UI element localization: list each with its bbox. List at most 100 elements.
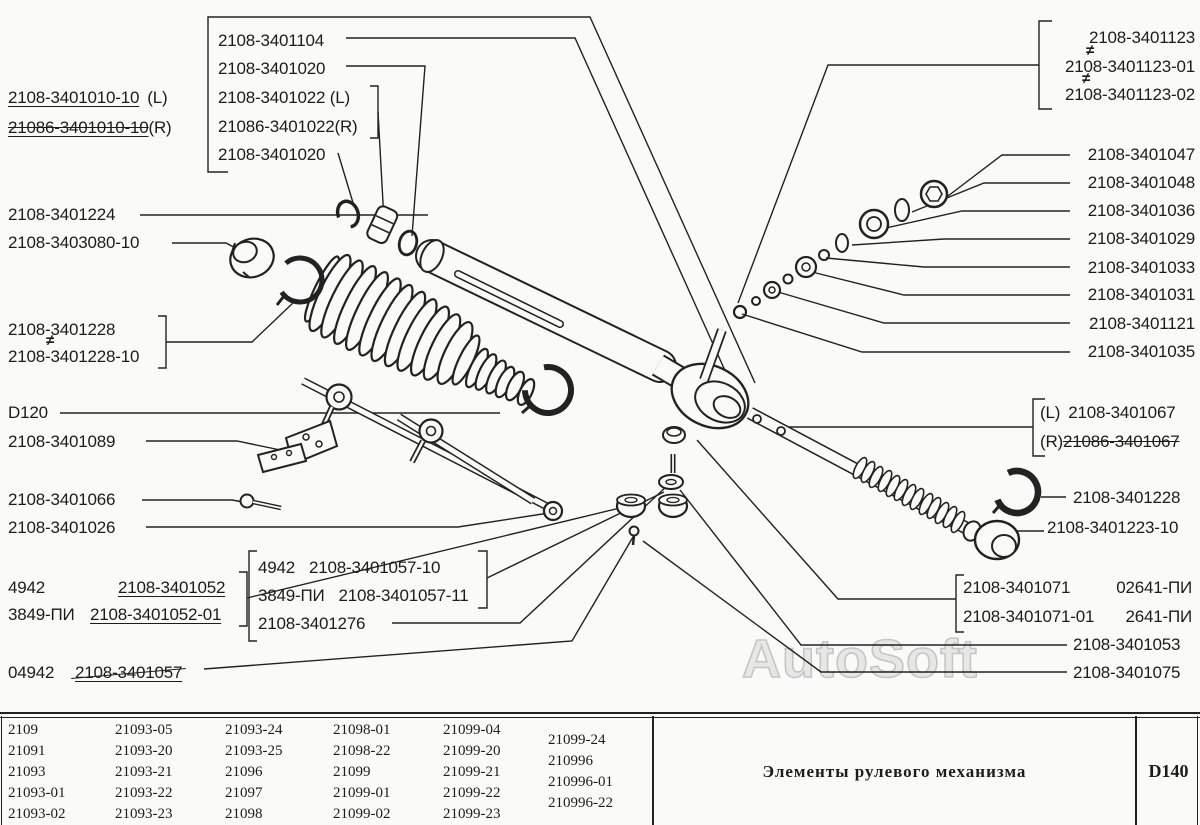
bracket xyxy=(370,85,379,139)
not-equal-icon: ≠ xyxy=(46,332,55,349)
model-column: 21093-24 21093-25 21096 21097 21098 xyxy=(225,720,283,825)
model-number: 21099-20 xyxy=(443,743,501,759)
part-label: 2108-3401020 xyxy=(218,59,326,78)
part-label: 2108-3401089 xyxy=(8,432,116,451)
model-number: 21093-05 xyxy=(115,722,173,738)
leader-line xyxy=(741,313,1070,353)
part-label: (R)21086-3401067 xyxy=(1040,432,1180,451)
not-equal-icon: ≠ xyxy=(1086,42,1095,59)
leader-line xyxy=(146,512,550,528)
part-label: 2108-3401047 xyxy=(1087,145,1195,164)
part-label: 2108-3401036 xyxy=(1087,201,1195,220)
part-label: 2108-3401052 xyxy=(118,578,226,597)
table-caption-cell: Элементы рулевого механизма xyxy=(654,716,1135,825)
part-label: 2108-3401053 xyxy=(1073,635,1181,654)
rack-bar xyxy=(746,407,982,542)
tie-rod-right xyxy=(396,413,536,505)
model-number: 21098-22 xyxy=(333,743,391,759)
bracket xyxy=(955,574,964,633)
part-label: 2108-3401276 xyxy=(258,614,366,633)
model-number: 21099-22 xyxy=(443,785,501,801)
leader-line xyxy=(377,111,385,222)
model-number: 21096 xyxy=(225,764,263,780)
leader-line xyxy=(142,499,250,504)
rack-boot xyxy=(303,253,536,406)
model-number: 21099-23 xyxy=(443,806,501,822)
model-number: 210996-01 xyxy=(548,774,613,790)
top-box-bracket xyxy=(207,16,756,384)
part-label: 2108-3401022 (L) xyxy=(218,88,350,107)
pinion-shaft-parts xyxy=(699,179,949,382)
boot-clamp-ring xyxy=(521,364,574,416)
part-label: 2108-3401033 xyxy=(1087,258,1195,277)
table-border xyxy=(0,717,1200,718)
part-label: 2108-3401104 xyxy=(218,31,324,50)
not-equal-icon: ≠ xyxy=(1082,70,1091,87)
right-clamp-ring xyxy=(991,467,1042,517)
model-number: 21098 xyxy=(225,806,263,822)
part-label: 2108-3401228 xyxy=(1073,488,1181,507)
leader-line xyxy=(337,152,355,207)
leader-line xyxy=(825,257,1070,268)
applicability-table: 2109 21091 21093 21093-01 21093-02 21093… xyxy=(0,712,1200,825)
part-label: 2108-3401010-10(L) xyxy=(8,88,168,107)
model-number: 21093-25 xyxy=(225,743,283,759)
part-label: 2108-3401075 xyxy=(1073,663,1181,682)
model-number: 21098-01 xyxy=(333,722,391,738)
model-column: 21093-05 21093-20 21093-21 21093-22 2109… xyxy=(115,720,173,825)
model-number: 21099-02 xyxy=(333,806,391,822)
part-label: 2108-3401123-02 xyxy=(1065,85,1195,104)
table-border xyxy=(1135,716,1137,825)
model-number: 21099-04 xyxy=(443,722,501,738)
model-number: 21093-01 xyxy=(8,785,66,801)
part-label: 2108-3401066 xyxy=(8,490,116,509)
pinion-housing xyxy=(670,362,750,430)
leader-line xyxy=(346,37,742,407)
model-number: 21097 xyxy=(225,785,263,801)
model-number: 21091 xyxy=(8,743,46,759)
part-label: 3849-ПИ xyxy=(8,605,75,624)
coil-spring xyxy=(852,456,966,534)
support-bushings xyxy=(615,426,689,546)
leader-lines xyxy=(60,16,1070,673)
part-label: 2108-3401031 xyxy=(1087,285,1195,304)
model-number: 21093 xyxy=(8,764,46,780)
leader-line xyxy=(166,301,295,343)
part-label: 2108-3401026 xyxy=(8,518,116,537)
leader-line xyxy=(679,489,1067,646)
model-number: 21093-21 xyxy=(115,764,173,780)
bracket xyxy=(1038,20,1052,110)
sheet-code: D140 xyxy=(1148,761,1189,781)
part-label: 2108-3401228 xyxy=(8,320,116,339)
support-plate xyxy=(256,442,308,474)
watermark: AutoSoft xyxy=(741,628,978,690)
model-number: 21093-20 xyxy=(115,743,173,759)
lock-ring xyxy=(335,199,361,229)
leader-line xyxy=(346,65,426,237)
part-label: 2108-3401224 xyxy=(8,205,116,224)
model-number: 21099-21 xyxy=(443,764,501,780)
part-label: 2108-3401123-01 xyxy=(1065,57,1195,76)
leader-line xyxy=(947,154,1070,197)
model-number: 21093-23 xyxy=(115,806,173,822)
washer-ring xyxy=(397,229,419,257)
model-number: 21093-24 xyxy=(225,722,283,738)
model-number: 210996 xyxy=(548,753,593,769)
part-label: 2108-3401121 xyxy=(1089,314,1195,333)
part-label: 2108-3401029 xyxy=(1087,229,1195,248)
part-label: 2108-3401057 xyxy=(75,663,183,682)
model-number: 21099 xyxy=(333,764,371,780)
model-number: 210996-22 xyxy=(548,795,613,811)
part-label: 4942 xyxy=(8,578,46,597)
leader-line xyxy=(885,210,1070,229)
part-label: 2108-3401223-10 xyxy=(1047,518,1179,537)
leader-line xyxy=(777,291,1070,324)
part-label: 2108-3401228-10 xyxy=(8,347,140,366)
table-border xyxy=(1197,716,1198,825)
left-bearing-cap xyxy=(229,237,275,279)
bracket xyxy=(239,571,248,627)
